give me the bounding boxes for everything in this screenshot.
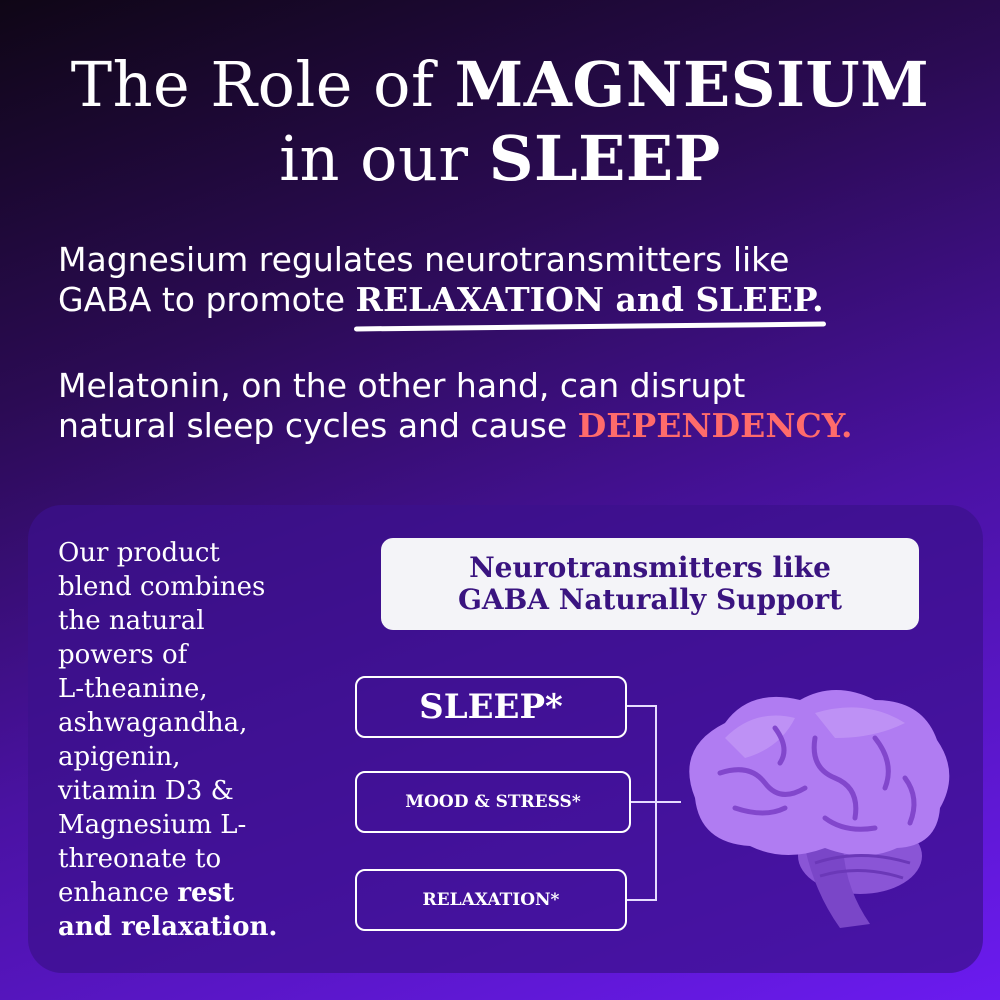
bracket-connector bbox=[627, 705, 657, 901]
bracket-to-brain-line bbox=[631, 801, 681, 803]
benefit-mood-stress: MOOD & STRESS* bbox=[355, 771, 631, 833]
dependency-emphasis: DEPENDENCY. bbox=[577, 406, 853, 445]
headline: The Role of MAGNESIUM in our SLEEP bbox=[0, 48, 1000, 196]
benefit-sleep: SLEEP* bbox=[355, 676, 627, 738]
blend-description: Our product blend combines the natural p… bbox=[58, 538, 278, 942]
benefit-relaxation: RELAXATION* bbox=[355, 869, 627, 931]
brain-icon bbox=[689, 690, 950, 928]
relaxation-sleep-emphasis: RELAXATION and SLEEP. bbox=[355, 280, 824, 319]
headline-line1: The Role of MAGNESIUM bbox=[70, 48, 930, 121]
magnesium-paragraph: Magnesium regulates neurotransmitters li… bbox=[58, 240, 824, 319]
melatonin-paragraph: Melatonin, on the other hand, can disrup… bbox=[58, 366, 853, 445]
support-box: Neurotransmitters like GABA Naturally Su… bbox=[381, 538, 919, 630]
headline-line2: in our SLEEP bbox=[279, 122, 721, 195]
support-text: Neurotransmitters like GABA Naturally Su… bbox=[457, 551, 843, 616]
